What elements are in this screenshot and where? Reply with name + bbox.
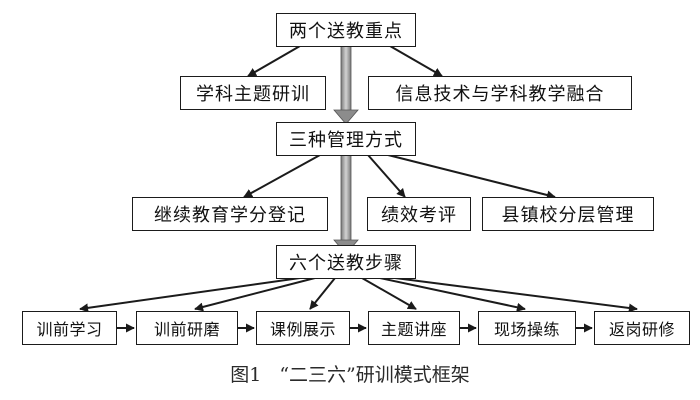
- step-box-lesson-demo: 课例展示: [256, 311, 350, 345]
- method-box-credit-registration: 继续教育学分登记: [132, 197, 328, 231]
- step-box-return-study: 返岗研修: [594, 311, 690, 345]
- fan-arrow-6: [394, 277, 638, 313]
- step-box-pre-training-polish: 训前研磨: [136, 311, 238, 345]
- step-box-onsite-practice: 现场操练: [478, 311, 576, 345]
- method-box-performance-review: 绩效考评: [367, 197, 471, 231]
- arrow-to-method-3: [387, 154, 556, 200]
- level-box-management: 三种管理方式: [276, 122, 416, 156]
- fan-arrow-1: [79, 277, 301, 313]
- focus-box-it-integration: 信息技术与学科教学融合: [368, 76, 632, 110]
- figure-number: 图1: [230, 364, 262, 386]
- figure-title: “二三六”研训模式框架: [279, 364, 470, 386]
- fan-arrow-4: [361, 277, 417, 310]
- step-box-pre-training-study: 训前学习: [22, 311, 117, 345]
- fan-arrow-5: [379, 277, 526, 312]
- fan-arrow-3: [309, 277, 336, 310]
- arrow-to-method-1: [243, 154, 321, 198]
- figure-caption: 图1 “二三六”研训模式框架: [0, 360, 700, 387]
- fan-arrow-2: [194, 277, 316, 312]
- level-box-steps: 六个送教步骤: [276, 245, 416, 279]
- arrow-to-method-2: [367, 154, 406, 198]
- focus-box-subject-training: 学科主题研训: [180, 76, 326, 110]
- spine-arrow-1-shaft: [340, 44, 352, 112]
- level-box-focus: 两个送教重点: [276, 13, 416, 47]
- arrow-to-focus-1: [247, 45, 301, 77]
- arrow-to-focus-2: [389, 45, 443, 77]
- spine-arrow-2-shaft: [340, 154, 352, 242]
- method-box-tiered-management: 县镇校分层管理: [482, 197, 654, 231]
- step-box-theme-lecture: 主题讲座: [368, 311, 460, 345]
- spine-arrow-1-head: [333, 109, 359, 125]
